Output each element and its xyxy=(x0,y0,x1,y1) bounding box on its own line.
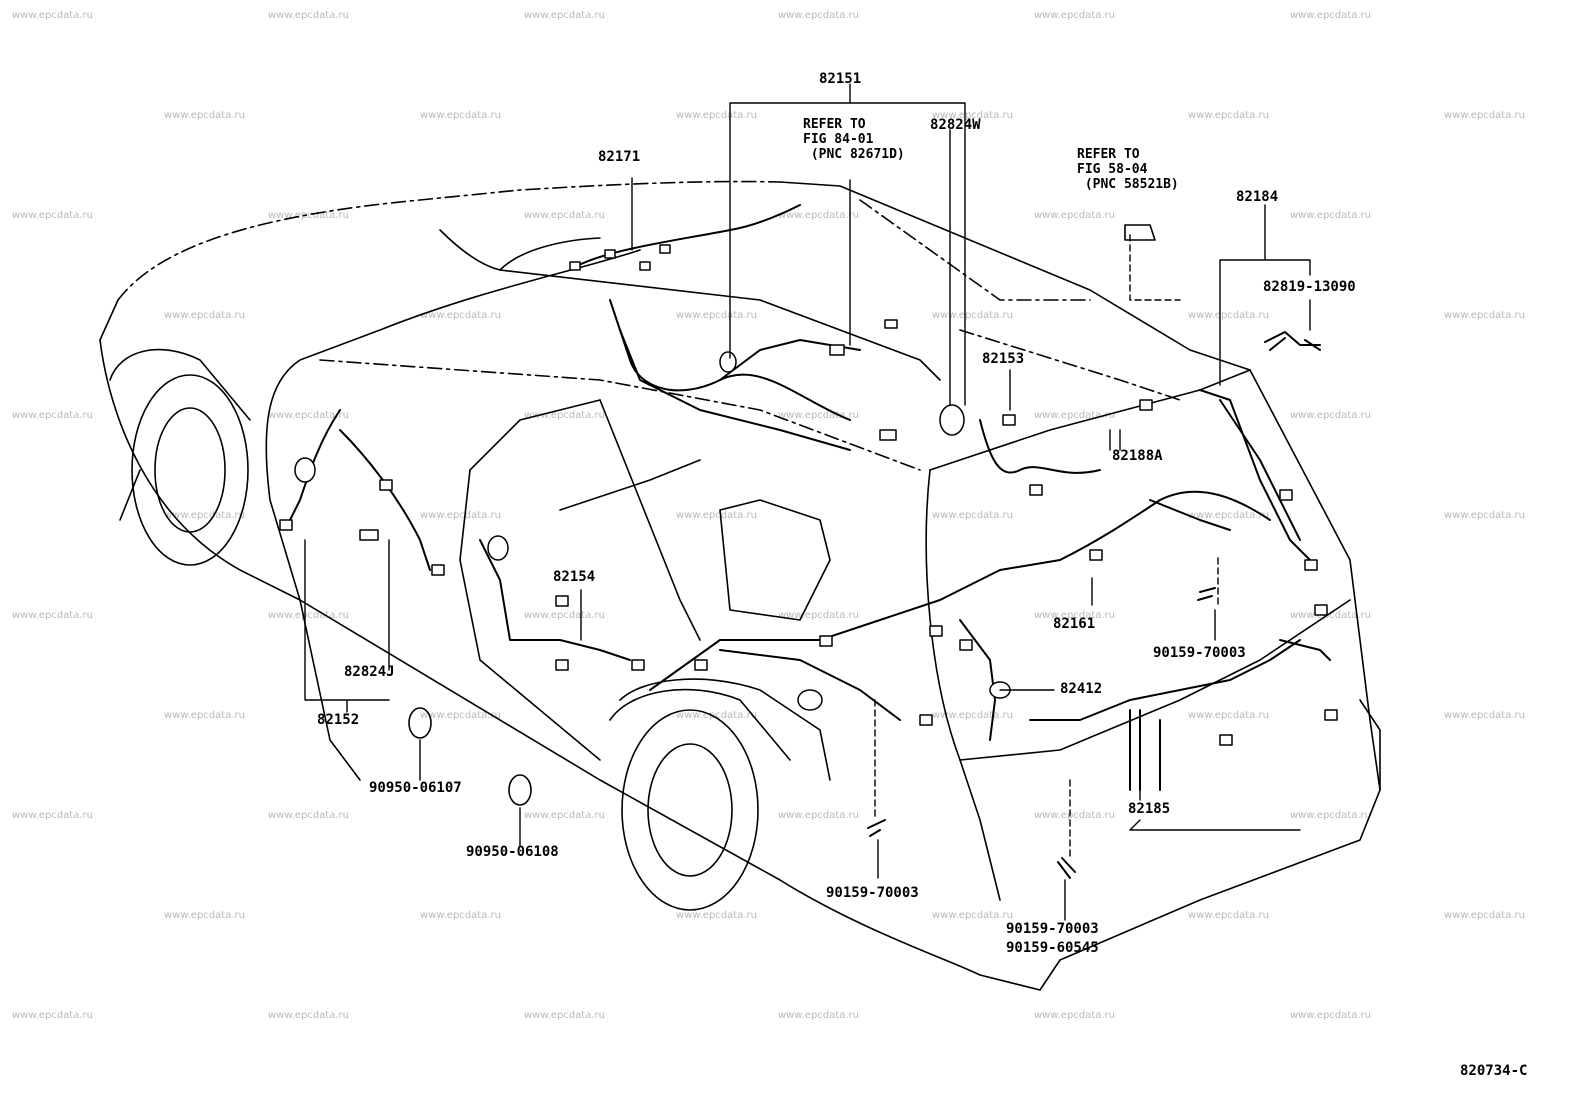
watermark-text: www.epcdata.ru xyxy=(778,810,859,821)
watermark-text: www.epcdata.ru xyxy=(524,10,605,21)
watermark-text: www.epcdata.ru xyxy=(1034,810,1115,821)
watermark-text: www.epcdata.ru xyxy=(1188,510,1269,521)
watermark-text: www.epcdata.ru xyxy=(420,110,501,121)
callout-90159-60545: 90159-60545 xyxy=(1006,940,1099,956)
watermark-text: www.epcdata.ru xyxy=(12,210,93,221)
watermark-text: www.epcdata.ru xyxy=(932,710,1013,721)
watermark-text: www.epcdata.ru xyxy=(932,110,1013,121)
watermark-text: www.epcdata.ru xyxy=(1444,110,1525,121)
callout-82819-13090: 82819-13090 xyxy=(1263,279,1356,295)
figure-code: 820734-C xyxy=(1460,1063,1528,1079)
watermark-text: www.epcdata.ru xyxy=(1290,810,1371,821)
watermark-text: www.epcdata.ru xyxy=(164,510,245,521)
watermark-text: www.epcdata.ru xyxy=(778,10,859,21)
callout-90950-06107: 90950-06107 xyxy=(369,780,462,796)
watermark-text: www.epcdata.ru xyxy=(778,1010,859,1021)
watermark-text: www.epcdata.ru xyxy=(524,1010,605,1021)
callout-82154: 82154 xyxy=(553,569,596,585)
watermark-text: www.epcdata.ru xyxy=(268,610,349,621)
watermark-text: www.epcdata.ru xyxy=(1444,910,1525,921)
callout-82153: 82153 xyxy=(982,351,1025,367)
watermark-text: www.epcdata.ru xyxy=(1444,310,1525,321)
callout-82161: 82161 xyxy=(1053,616,1096,632)
watermark-text: www.epcdata.ru xyxy=(268,1010,349,1021)
watermark-text: www.epcdata.ru xyxy=(676,710,757,721)
vehicle-body-outline xyxy=(99,180,1381,991)
watermark-text: www.epcdata.ru xyxy=(164,910,245,921)
watermark-text: www.epcdata.ru xyxy=(1034,410,1115,421)
watermark-text: www.epcdata.ru xyxy=(1188,310,1269,321)
callout-90159-70003-right: 90159-70003 xyxy=(1153,645,1246,661)
watermark-text: www.epcdata.ru xyxy=(932,310,1013,321)
watermark-text: www.epcdata.ru xyxy=(1290,410,1371,421)
clips-and-plugs xyxy=(408,224,1321,879)
callout-82824w: 82824W xyxy=(930,117,981,133)
rear-wheel xyxy=(609,688,791,911)
watermark-text: www.epcdata.ru xyxy=(420,510,501,521)
callout-82151: 82151 xyxy=(819,71,862,87)
watermark-text: www.epcdata.ru xyxy=(932,910,1013,921)
watermark-text: www.epcdata.ru xyxy=(1034,1010,1115,1021)
watermark-text: www.epcdata.ru xyxy=(778,410,859,421)
watermark-text: www.epcdata.ru xyxy=(420,910,501,921)
watermark-text: www.epcdata.ru xyxy=(1290,610,1371,621)
watermark-text: www.epcdata.ru xyxy=(12,610,93,621)
watermark-text: www.epcdata.ru xyxy=(1290,10,1371,21)
watermark-text: www.epcdata.ru xyxy=(12,1010,93,1021)
watermark-text: www.epcdata.ru xyxy=(1034,10,1115,21)
wire-harnesses xyxy=(289,204,1331,791)
watermark-text: www.epcdata.ru xyxy=(268,810,349,821)
callout-refer-fig-58-04: REFER TO FIG 58-04 (PNC 58521B) xyxy=(1077,147,1179,192)
callout-90159-70003-bottom: 90159-70003 xyxy=(1006,921,1099,937)
watermark-text: www.epcdata.ru xyxy=(164,110,245,121)
watermark-text: www.epcdata.ru xyxy=(420,310,501,321)
watermark-text: www.epcdata.ru xyxy=(1444,710,1525,721)
leader-lines xyxy=(304,83,1311,921)
watermark-text: www.epcdata.ru xyxy=(524,610,605,621)
watermark-text: www.epcdata.ru xyxy=(420,710,501,721)
watermark-text: www.epcdata.ru xyxy=(268,410,349,421)
watermark-text: www.epcdata.ru xyxy=(12,10,93,21)
watermark-text: www.epcdata.ru xyxy=(1444,510,1525,521)
callout-82185: 82185 xyxy=(1128,801,1171,817)
watermark-text: www.epcdata.ru xyxy=(1290,1010,1371,1021)
watermark-text: www.epcdata.ru xyxy=(778,610,859,621)
watermark-text: www.epcdata.ru xyxy=(524,210,605,221)
watermark-text: www.epcdata.ru xyxy=(524,410,605,421)
watermark-text: www.epcdata.ru xyxy=(932,510,1013,521)
watermark-text: www.epcdata.ru xyxy=(676,510,757,521)
callout-82188a: 82188A xyxy=(1112,448,1163,464)
callout-refer-fig-84-01: REFER TO FIG 84-01 (PNC 82671D) xyxy=(803,117,905,162)
watermark-text: www.epcdata.ru xyxy=(676,110,757,121)
watermark-text: www.epcdata.ru xyxy=(1188,710,1269,721)
callout-82824j: 82824J xyxy=(344,664,395,680)
watermark-text: www.epcdata.ru xyxy=(676,310,757,321)
watermark-text: www.epcdata.ru xyxy=(778,210,859,221)
watermark-text: www.epcdata.ru xyxy=(1188,910,1269,921)
watermark-text: www.epcdata.ru xyxy=(1290,210,1371,221)
watermark-text: www.epcdata.ru xyxy=(676,910,757,921)
watermark-text: www.epcdata.ru xyxy=(1188,110,1269,121)
callout-90950-06108: 90950-06108 xyxy=(466,844,559,860)
watermark-text: www.epcdata.ru xyxy=(164,310,245,321)
watermark-text: www.epcdata.ru xyxy=(268,210,349,221)
callout-82184: 82184 xyxy=(1236,189,1279,205)
watermark-text: www.epcdata.ru xyxy=(164,710,245,721)
callout-82152: 82152 xyxy=(317,712,360,728)
callout-90159-70003-center: 90159-70003 xyxy=(826,885,919,901)
callout-82171: 82171 xyxy=(598,149,641,165)
watermark-text: www.epcdata.ru xyxy=(1034,610,1115,621)
watermark-text: www.epcdata.ru xyxy=(1034,210,1115,221)
watermark-text: www.epcdata.ru xyxy=(268,10,349,21)
watermark-text: www.epcdata.ru xyxy=(12,410,93,421)
watermark-text: www.epcdata.ru xyxy=(524,810,605,821)
front-wheel xyxy=(109,348,251,566)
connectors xyxy=(279,244,1338,746)
callout-82412: 82412 xyxy=(1060,681,1103,697)
watermark-text: www.epcdata.ru xyxy=(12,810,93,821)
